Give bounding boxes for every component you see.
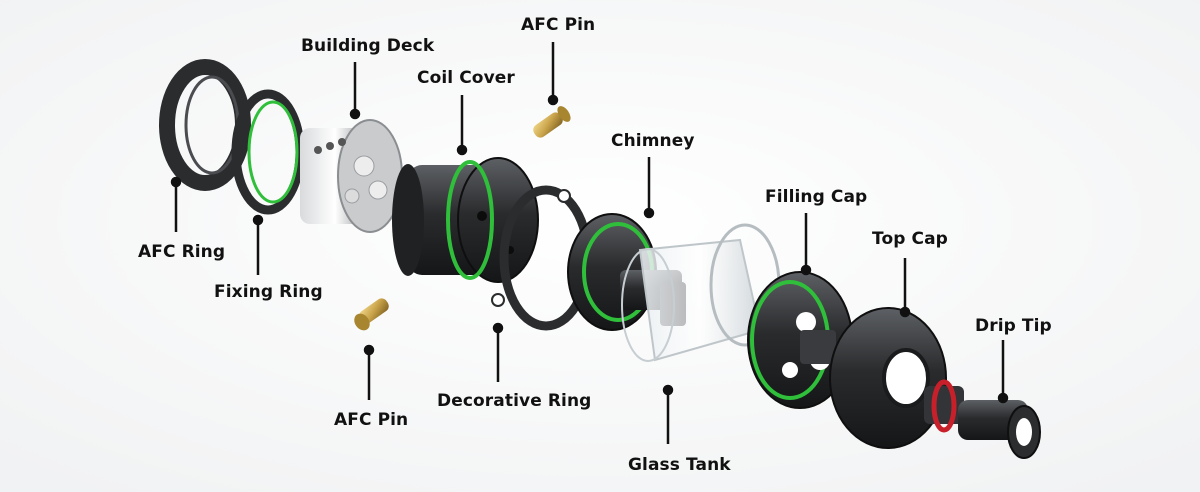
leader-chimney [643,157,655,219]
filling-cap-part [747,271,853,409]
leader-drip-tip [997,340,1009,404]
leader-lines [170,42,1009,444]
afc-pin-bottom-part [354,298,389,331]
label-coil-cover: Coil Cover [417,68,515,88]
label-afc-pin-top: AFC Pin [521,15,596,35]
leader-afc-pin-bottom [363,344,375,400]
drip-tip-part [924,379,1041,459]
leader-building-deck [349,62,361,120]
label-building-deck: Building Deck [301,36,435,56]
leader-afc-ring [170,176,182,232]
leader-glass-tank [662,384,674,444]
leader-coil-cover [456,95,468,156]
afc-pin-top-part [533,106,571,138]
label-decorative-ring: Decorative Ring [437,391,592,411]
label-filling-cap: Filling Cap [765,187,868,207]
label-drip-tip: Drip Tip [975,316,1052,336]
coil-cover-part [392,157,539,283]
label-afc-pin-bottom: AFC Pin [334,410,409,430]
top-cap-part [829,307,947,449]
leader-afc-pin-top [547,42,559,106]
label-chimney: Chimney [611,131,695,151]
label-afc-ring: AFC Ring [138,242,226,262]
leader-top-cap [899,258,911,318]
label-top-cap: Top Cap [872,229,948,249]
label-fixing-ring: Fixing Ring [214,282,323,302]
leader-decorative-ring [492,322,504,382]
building-deck-part [300,119,403,233]
leader-filling-cap [800,213,812,276]
leader-fixing-ring [252,214,264,275]
label-glass-tank: Glass Tank [628,455,731,475]
